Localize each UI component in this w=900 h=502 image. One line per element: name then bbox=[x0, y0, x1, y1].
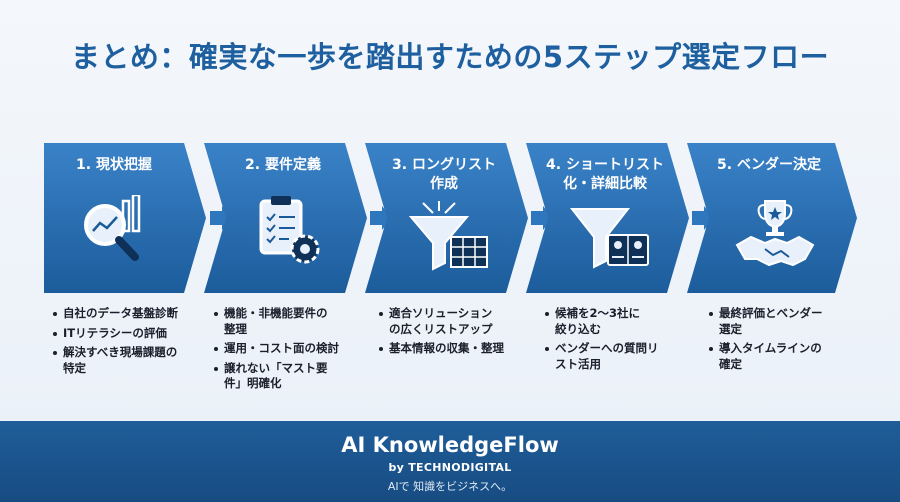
brand-byline: by TECHNODIGITAL bbox=[388, 461, 512, 474]
magnifier-chart-icon bbox=[77, 193, 151, 271]
trophy-handshake-icon bbox=[735, 199, 815, 275]
page-title: まとめ：確実な一歩を踏出すための5ステップ選定フロー bbox=[70, 40, 830, 74]
footer-bar: AI KnowledgeFlow by TECHNODIGITAL AIで 知識… bbox=[0, 421, 900, 502]
list-item: 基本情報の収集・整理 bbox=[378, 341, 528, 357]
brand-tagline: AIで 知識をビジネスへ。 bbox=[387, 480, 513, 493]
list-item: 機能・非機能要件の 整理 bbox=[213, 306, 365, 337]
list-item: ITリテラシーの評価 bbox=[52, 326, 202, 342]
list-item: 譲れない「マスト要 件」明確化 bbox=[213, 361, 365, 392]
list-item: 解決すべき現場課題の 特定 bbox=[52, 345, 202, 376]
step-2-label: 2. 要件定義 bbox=[245, 157, 321, 173]
five-step-flow: 1. 現状把握 2. 要件定義 bbox=[44, 143, 858, 396]
list-item: 自社のデータ基盤診断 bbox=[52, 306, 202, 322]
list-item: ベンダーへの質問リ スト活用 bbox=[544, 341, 692, 372]
step-5: 5. ベンダー決定 bbox=[687, 143, 857, 293]
step-4-bullets: 候補を2〜3社に 絞り込む ベンダーへの質問リ スト活用 bbox=[544, 306, 692, 376]
brand-name: AI KnowledgeFlow bbox=[341, 433, 559, 457]
step-1: 1. 現状把握 bbox=[44, 143, 206, 293]
step-3-bullets: 適合ソリューション の広くリストアップ 基本情報の収集・整理 bbox=[378, 306, 528, 361]
list-item: 最終評価とベンダー 選定 bbox=[708, 306, 858, 337]
step-4-label: 4. ショートリスト 化・詳細比較 bbox=[546, 157, 664, 192]
list-item: 導入タイムラインの 確定 bbox=[708, 341, 858, 372]
list-item: 適合ソリューション の広くリストアップ bbox=[378, 306, 528, 337]
step-1-chevron bbox=[44, 143, 206, 293]
step-1-label: 1. 現状把握 bbox=[76, 157, 152, 173]
step-2: 2. 要件定義 bbox=[204, 143, 367, 293]
step-5-label: 5. ベンダー決定 bbox=[717, 157, 821, 173]
clipboard-gear-icon bbox=[255, 195, 325, 271]
list-item: 運用・コスト面の検討 bbox=[213, 341, 365, 357]
step-3-label: 3. ロングリスト 作成 bbox=[392, 157, 496, 192]
step-1-bullets: 自社のデータ基盤診断 ITリテラシーの評価 解決すべき現場課題の 特定 bbox=[52, 306, 202, 380]
step-2-bullets: 機能・非機能要件の 整理 運用・コスト面の検討 譲れない「マスト要 件」明確化 bbox=[213, 306, 365, 396]
step-4: 4. ショートリスト 化・詳細比較 bbox=[526, 143, 689, 293]
step-3: 3. ロングリスト 作成 bbox=[365, 143, 528, 293]
funnel-table-icon bbox=[407, 201, 491, 275]
list-item: 候補を2〜3社に 絞り込む bbox=[544, 306, 692, 337]
step-5-bullets: 最終評価とベンダー 選定 導入タイムラインの 確定 bbox=[708, 306, 858, 376]
funnel-cards-icon bbox=[568, 201, 652, 275]
